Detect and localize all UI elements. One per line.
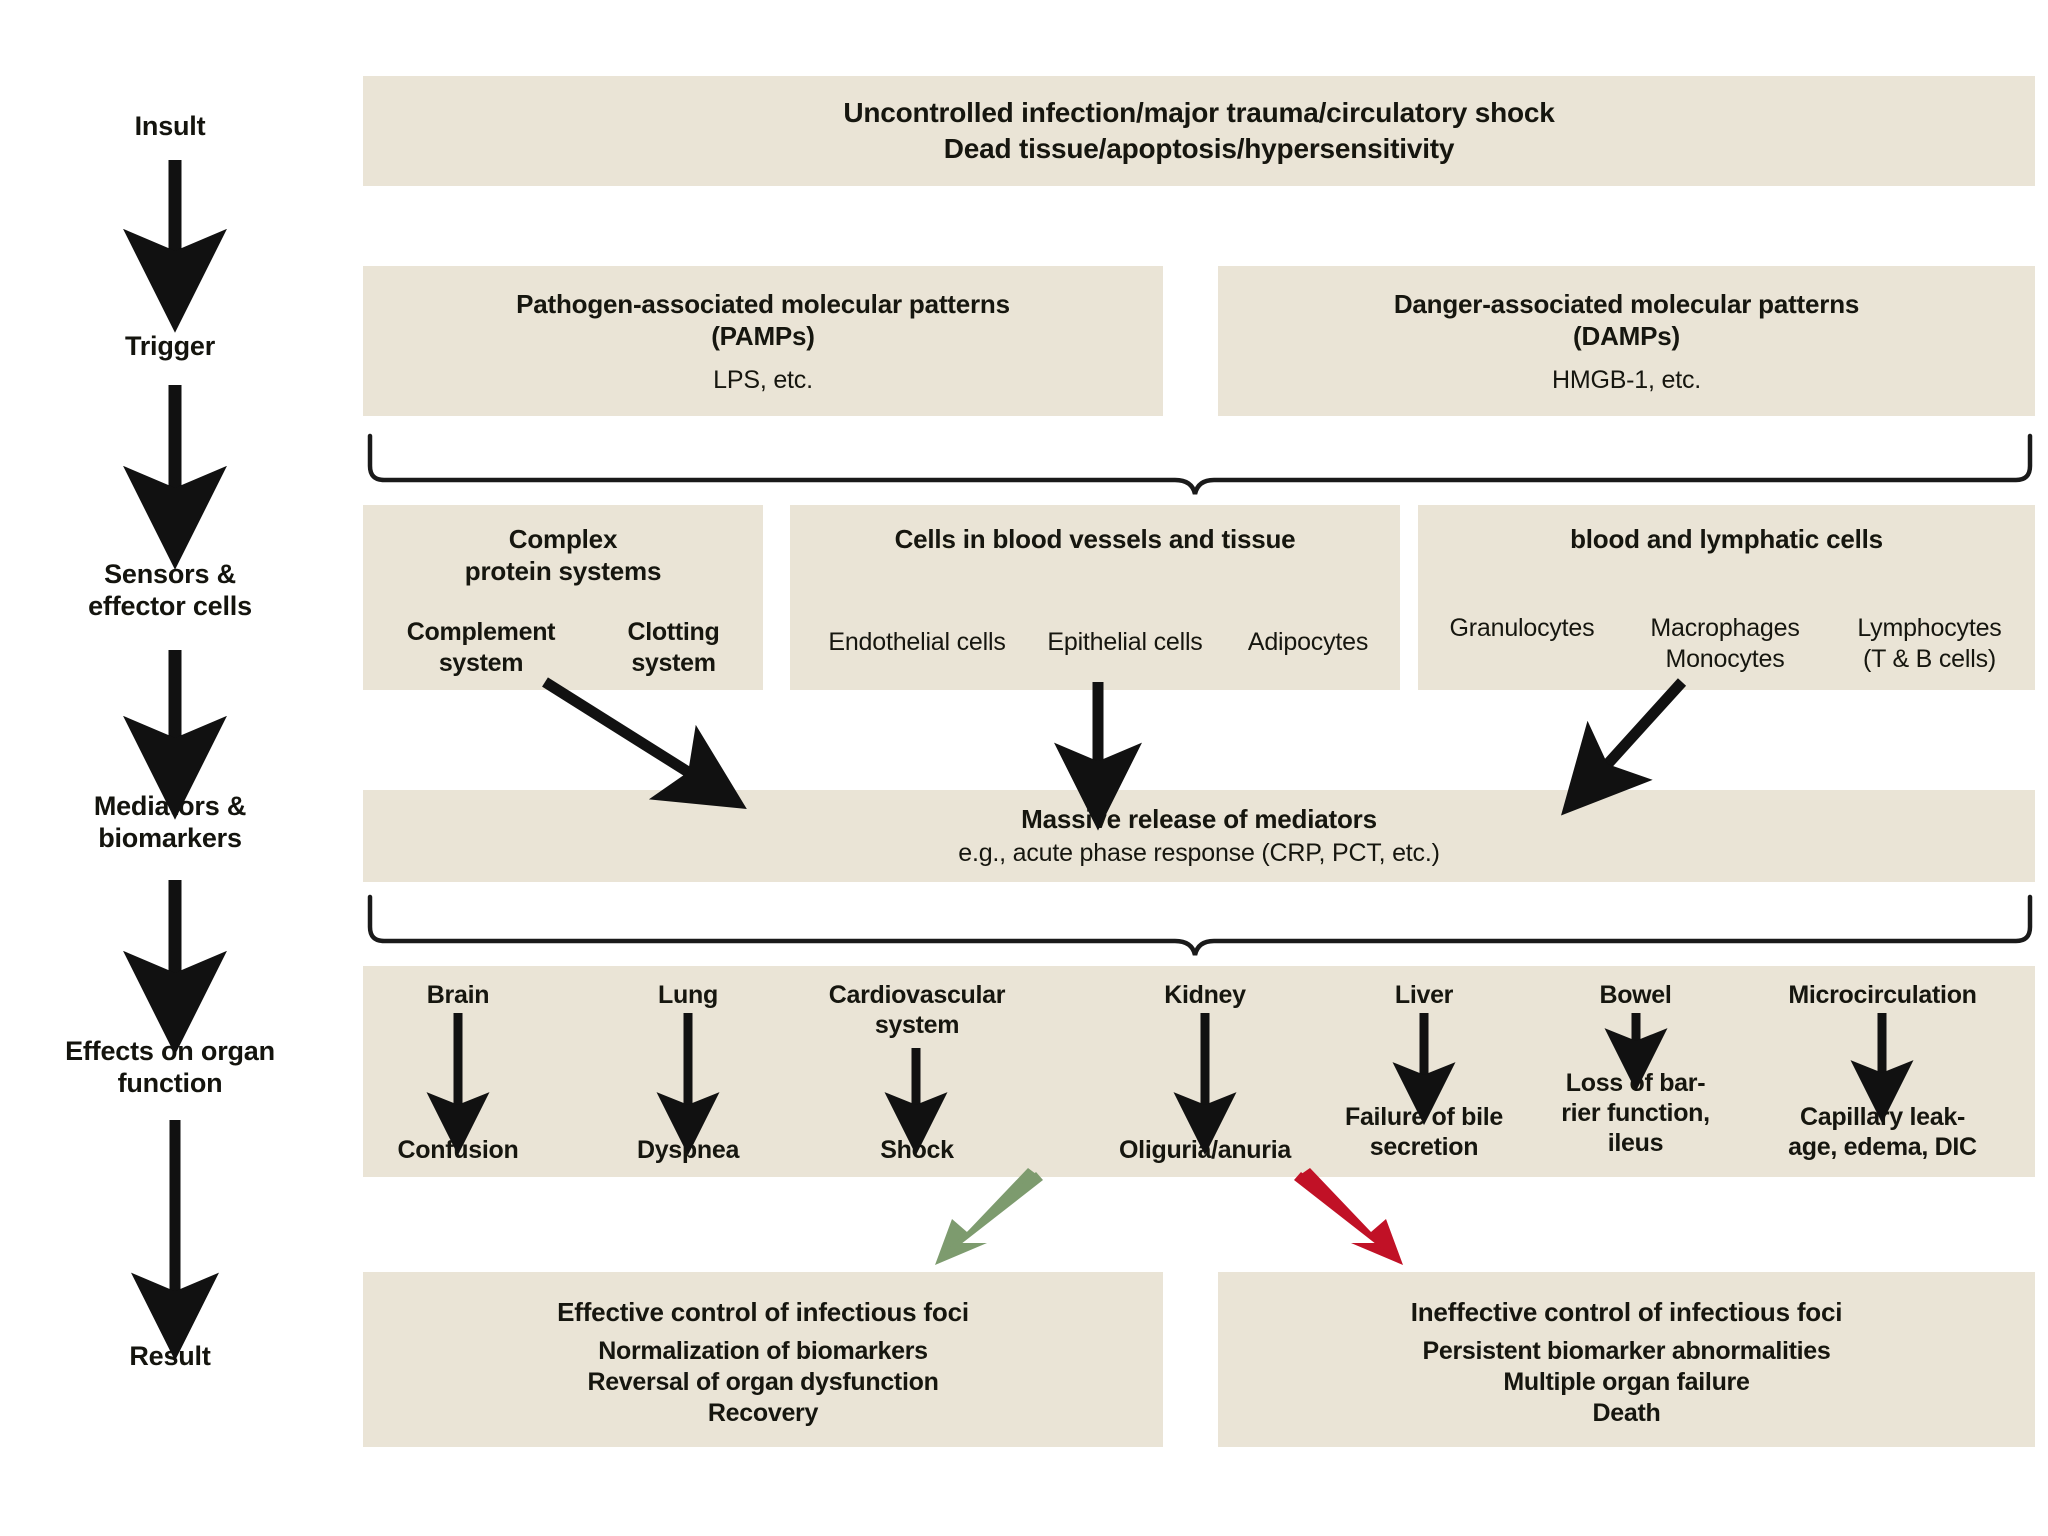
organ-column-brain: Brain — [378, 980, 538, 1010]
complex-protein-systems-box: Complex protein systems Complement syste… — [363, 505, 763, 690]
organ-name-kidney: Kidney — [1164, 981, 1246, 1009]
effective-control-lines: Normalization of biomarkers Reversal of … — [587, 1337, 939, 1427]
ineffective-control-box: Ineffective control of infectious foci P… — [1218, 1272, 2035, 1447]
clotting-system-label: Clotting system — [627, 618, 720, 677]
insult-line-1: Uncontrolled infection/major trauma/circ… — [843, 97, 1555, 128]
blood-lymphatic-cells-header: blood and lymphatic cells — [1570, 524, 1883, 554]
organ-effect-lung: Dyspnea — [636, 1136, 740, 1164]
mediators-line-1: Massive release of mediators — [1021, 804, 1377, 834]
arrow-blood-cells-to-mediators — [1561, 678, 1687, 816]
organ-column-microcirculation: Microcirculation — [1760, 980, 2005, 1010]
organ-effect-wrap-cardiovascular: Shock — [812, 1135, 1022, 1165]
stage-label-trigger: Trigger — [124, 331, 216, 361]
organ-effect-wrap-kidney: Oliguria/anuria — [1110, 1135, 1300, 1165]
organ-effect-wrap-brain: Confusion — [378, 1135, 538, 1165]
organ-effect-wrap-microcirculation: Capillary leak- age, edema, DIC — [1760, 1102, 2005, 1162]
organ-column-cardiovascular: Cardiovascular system — [812, 980, 1022, 1040]
organ-name-brain: Brain — [426, 981, 490, 1009]
endothelial-cells-label: Endothelial cells — [828, 628, 1006, 656]
organ-effect-cardiovascular: Shock — [880, 1136, 954, 1164]
bracket-mediators-to-organs — [367, 894, 2033, 956]
adipocytes-label: Adipocytes — [1247, 628, 1369, 656]
pamps-example: LPS, etc. — [713, 366, 813, 394]
ineffective-control-title: Ineffective control of infectious foci — [1410, 1297, 1843, 1327]
stage-label-effects: Effects on organ function — [65, 1036, 275, 1099]
organ-effect-wrap-bowel: Loss of bar- rier function, ileus — [1548, 1068, 1723, 1158]
effective-control-box: Effective control of infectious foci Nor… — [363, 1272, 1163, 1447]
macrophages-monocytes-label: Macrophages Monocytes — [1650, 614, 1800, 673]
organ-effect-microcirculation: Capillary leak- age, edema, DIC — [1788, 1103, 1977, 1161]
organ-name-liver: Liver — [1394, 981, 1454, 1009]
mediators-box: Massive release of mediators e.g., acute… — [363, 790, 2035, 882]
organ-column-kidney: Kidney — [1110, 980, 1300, 1010]
complement-system-label: Complement system — [406, 618, 556, 677]
organ-name-bowel: Bowel — [1599, 981, 1672, 1009]
mediators-line-2: e.g., acute phase response (CRP, PCT, et… — [958, 839, 1440, 867]
ineffective-control-lines: Persistent biomarker abnormalities Multi… — [1422, 1337, 1831, 1427]
organ-name-lung: Lung — [658, 981, 718, 1009]
organ-effect-bowel: Loss of bar- rier function, ileus — [1561, 1069, 1710, 1157]
organ-effect-wrap-liver: Failure of bile secretion — [1333, 1102, 1515, 1162]
granulocytes-label: Granulocytes — [1449, 614, 1595, 642]
lymphocytes-label: Lymphocytes (T & B cells) — [1857, 614, 2002, 673]
red-outcome-arrow — [1294, 1168, 1403, 1265]
organ-effect-wrap-lung: Dyspnea — [608, 1135, 768, 1165]
stage-label-mediators: Mediators & biomarkers — [93, 791, 247, 854]
organ-column-lung: Lung — [608, 980, 768, 1010]
bracket-triggers-to-sensors — [367, 433, 2033, 495]
cells-blood-vessels-tissue-header: Cells in blood vessels and tissue — [894, 524, 1296, 554]
pamps-title: Pathogen-associated molecular patterns — [516, 289, 1010, 319]
organ-effect-kidney: Oliguria/anuria — [1119, 1136, 1291, 1164]
arrow-protein-systems-to-mediators — [542, 677, 747, 809]
damps-example: HMGB-1, etc. — [1551, 366, 1702, 394]
pamps-box: Pathogen-associated molecular patterns (… — [363, 266, 1163, 416]
organ-name-microcirculation: Microcirculation — [1788, 981, 1977, 1009]
damps-title: Danger-associated molecular patterns — [1393, 289, 1860, 319]
effective-control-title: Effective control of infectious foci — [557, 1297, 969, 1327]
pamps-abbrev: (PAMPs) — [711, 321, 815, 351]
organ-column-liver: Liver — [1333, 980, 1515, 1010]
stage-label-sensors: Sensors & effector cells — [88, 559, 252, 622]
complex-protein-systems-header: Complex protein systems — [464, 524, 662, 587]
blood-lymphatic-cells-box: blood and lymphatic cells Granulocytes M… — [1418, 505, 2035, 690]
organ-name-cardiovascular: Cardiovascular system — [828, 981, 1006, 1039]
epithelial-cells-label: Epithelial cells — [1047, 628, 1203, 656]
insult-line-2: Dead tissue/apoptosis/hypersensitivity — [943, 133, 1455, 164]
stage-label-result: Result — [129, 1341, 211, 1371]
damps-abbrev: (DAMPs) — [1573, 321, 1680, 351]
organ-column-bowel: Bowel — [1548, 980, 1723, 1010]
organ-effect-liver: Failure of bile secretion — [1344, 1103, 1504, 1161]
stage-label-insult: Insult — [134, 111, 206, 141]
organ-effect-brain: Confusion — [397, 1136, 519, 1164]
insult-box: Uncontrolled infection/major trauma/circ… — [363, 76, 2035, 186]
damps-box: Danger-associated molecular patterns (DA… — [1218, 266, 2035, 416]
green-outcome-arrow — [935, 1168, 1043, 1265]
cells-blood-vessels-tissue-box: Cells in blood vessels and tissue Endoth… — [790, 505, 1400, 690]
